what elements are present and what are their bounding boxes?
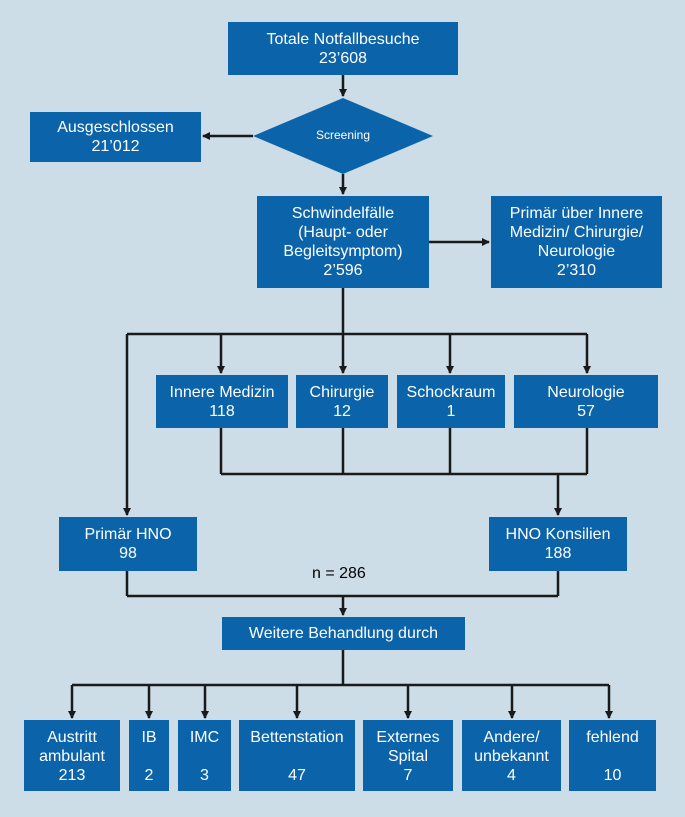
outcome-ambulant-line2: ambulant [39, 748, 105, 765]
outcome-external-count: 7 [403, 767, 413, 784]
primary-hno-box: Primär HNO 98 [59, 517, 197, 571]
vertigo-cases-count: 2’596 [323, 262, 363, 279]
primary-hno-count: 98 [119, 545, 137, 562]
excluded-count: 21’012 [91, 138, 140, 155]
outcome-external-line2: Spital [387, 748, 429, 765]
total-visits-count: 23’608 [318, 49, 368, 67]
vertigo-cases-sub2: Begleitsymptom) [283, 243, 403, 260]
outcome-imc-label: IMC [189, 729, 220, 746]
primary-other-line2: Medizin/ Chirurgie/ [509, 224, 644, 241]
outcome-ward-count: 47 [288, 767, 306, 784]
total-visits-label: Totale Notfallbesuche [266, 30, 420, 48]
hno-consults-label: HNO Konsilien [505, 526, 611, 543]
primary-other-count: 2’310 [556, 262, 597, 279]
vertigo-cases-label: Schwindelfälle [291, 205, 395, 222]
surgery-label: Chirurgie [309, 383, 375, 401]
vertigo-cases-box: Schwindelfälle (Haupt- oder Begleitsympt… [257, 196, 429, 288]
internal-medicine-box: Innere Medizin 118 [156, 375, 288, 428]
hno-consults-box: HNO Konsilien 188 [489, 517, 627, 571]
further-treatment-box: Weitere Behandlung durch [222, 617, 465, 650]
outcome-other-box: Andere/ unbekannt 4 [462, 720, 561, 791]
n-total-label: n = 286 [312, 565, 366, 582]
outcome-missing-label: fehlend [586, 729, 639, 746]
outcome-external-line1: Externes [376, 729, 440, 746]
internal-medicine-label: Innere Medizin [169, 383, 275, 401]
outcome-ambulant-line1: Austritt [47, 729, 97, 746]
screening-label: Screening [315, 128, 371, 142]
outcome-imc-count: 3 [200, 767, 209, 784]
outcome-ambulant-count: 213 [58, 767, 86, 784]
shock-room-count: 1 [446, 402, 456, 420]
outcome-imc-box: IMC 3 [178, 720, 231, 791]
primary-hno-label: Primär HNO [84, 526, 172, 543]
excluded-box: Ausgeschlossen 21’012 [30, 112, 201, 162]
screening-diamond [253, 98, 433, 174]
outcome-other-line1: Andere/ [483, 729, 540, 746]
shock-room-label: Schockraum [406, 383, 496, 401]
outcome-missing-box: fehlend 10 [569, 720, 656, 791]
outcome-ib-label: IB [141, 729, 157, 746]
neurology-label: Neurologie [547, 383, 625, 401]
outcome-ward-box: Bettenstation 47 [239, 720, 355, 791]
primary-other-line3: Neurologie [537, 243, 616, 260]
outcome-ib-box: IB 2 [129, 720, 169, 791]
outcome-other-count: 4 [507, 767, 516, 784]
surgery-count: 12 [333, 402, 351, 420]
outcome-external-box: Externes Spital 7 [363, 720, 453, 791]
hno-consults-count: 188 [544, 545, 572, 562]
surgery-box: Chirurgie 12 [296, 375, 388, 428]
neurology-box: Neurologie 57 [514, 375, 658, 428]
primary-other-line1: Primär über Innere [509, 205, 644, 222]
outcome-ward-label: Bettenstation [250, 729, 344, 746]
further-treatment-label: Weitere Behandlung durch [248, 625, 439, 642]
total-visits-box: Totale Notfallbesuche 23’608 [228, 22, 458, 75]
vertigo-cases-sub1: (Haupt- oder [298, 224, 388, 241]
internal-medicine-count: 118 [209, 402, 235, 420]
shock-room-box: Schockraum 1 [397, 375, 505, 428]
outcome-ib-count: 2 [144, 767, 154, 784]
outcome-ambulant-box: Austritt ambulant 213 [24, 720, 120, 791]
primary-other-box: Primär über Innere Medizin/ Chirurgie/ N… [491, 196, 662, 288]
neurology-count: 57 [577, 402, 595, 420]
outcome-missing-count: 10 [603, 767, 622, 784]
outcome-other-line2: unbekannt [474, 748, 549, 765]
excluded-label: Ausgeschlossen [57, 119, 174, 136]
